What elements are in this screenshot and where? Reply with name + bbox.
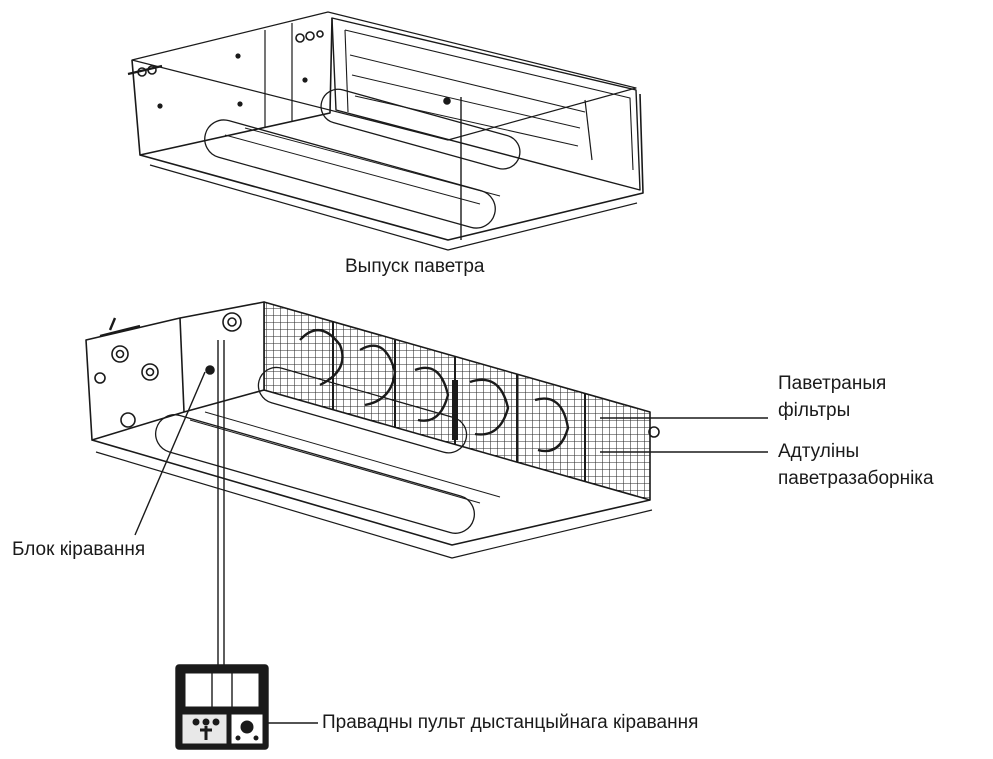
wired-remote-label: Правадны пульт дыстанцыйнага кіравання (322, 712, 699, 733)
bottom-duct-unit (85, 301, 660, 559)
control-box-leader (134, 371, 206, 536)
air-intake-label-line2: паветразаборніка (778, 468, 934, 489)
air-filters-label-line2: фільтры (778, 400, 851, 421)
control-box-label: Блок кіравання (12, 539, 146, 560)
wired-remote-controller (175, 664, 269, 750)
air-outlet-label: Выпуск паветра (345, 256, 485, 277)
air-filters-label-line1: Паветраныя (778, 373, 887, 394)
remote-cable (217, 340, 225, 665)
air-intake-label-line1: Адтуліны (778, 441, 860, 462)
top-duct-unit (127, 11, 644, 251)
